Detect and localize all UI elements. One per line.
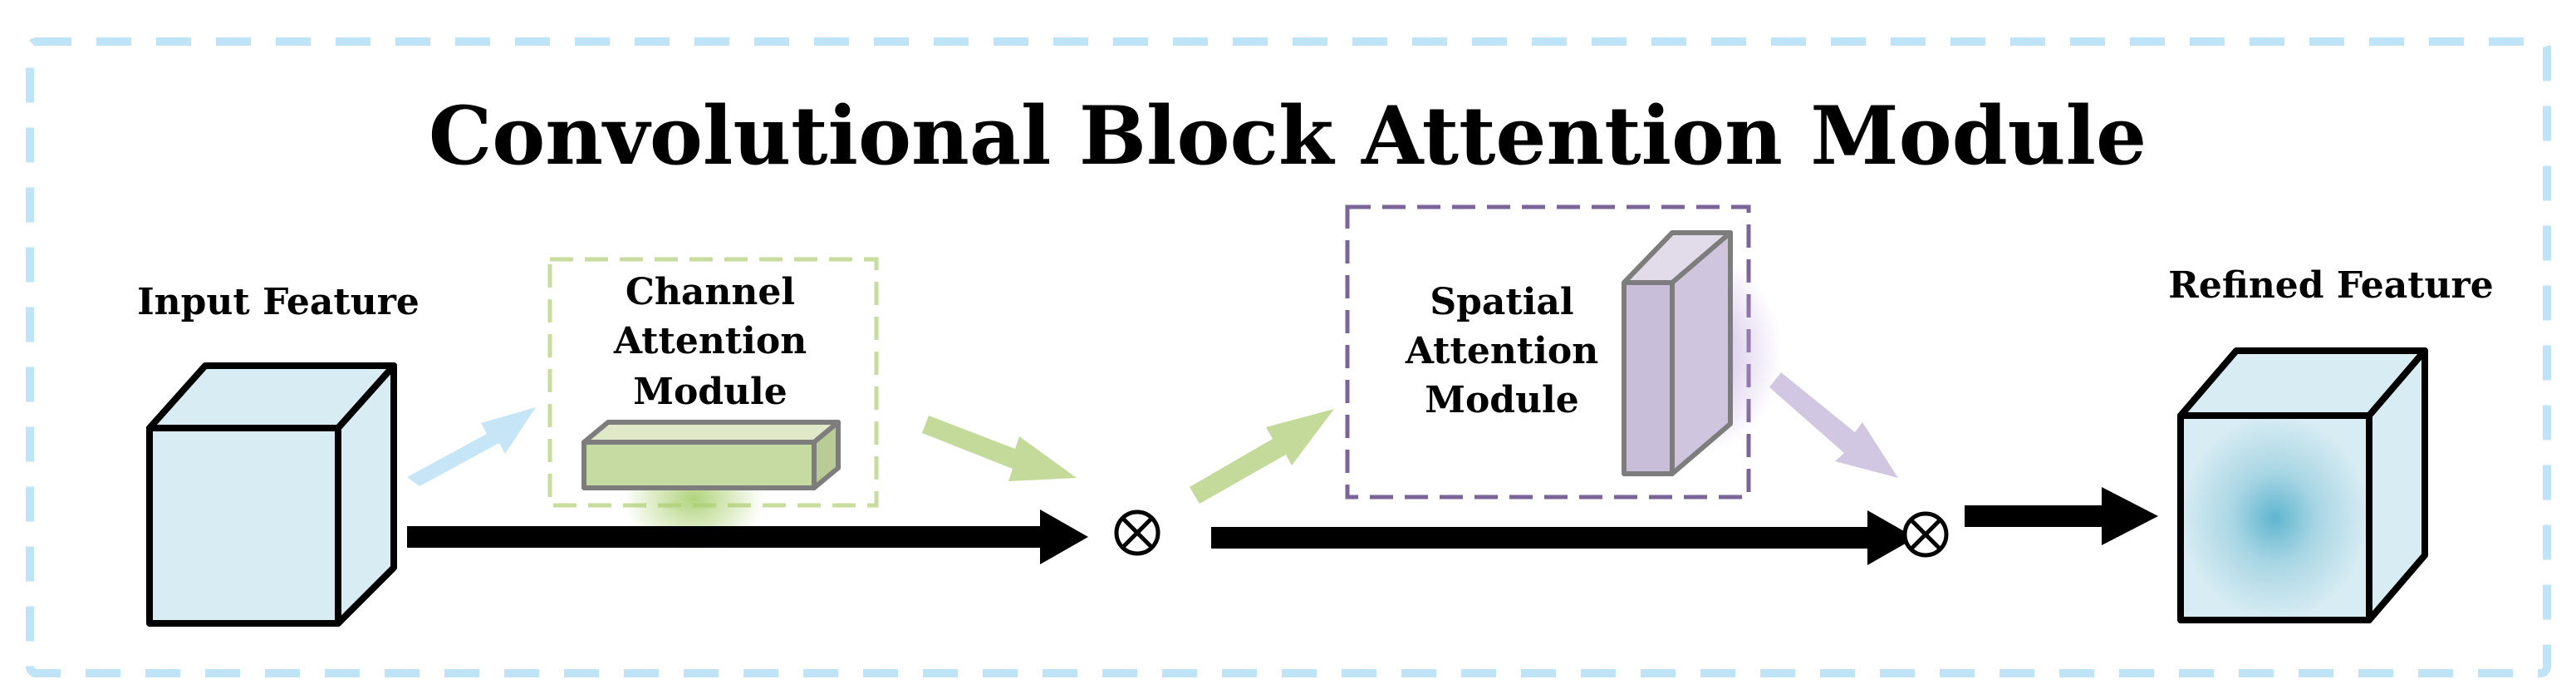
outer-dashed-frame (26, 37, 2551, 677)
spatial-to-multiply-arrow (1769, 372, 1898, 478)
channel-attention-label-line3: Module (633, 371, 788, 413)
spatial-attention-block (1622, 230, 1733, 476)
refined-feature-cube (2177, 347, 2428, 623)
main-flow-arrow-2 (1211, 510, 1916, 565)
input-to-channel-arrow (407, 407, 536, 486)
channel-to-multiply-arrow (922, 416, 1077, 481)
spatial-attention-label-line3: Module (1425, 379, 1579, 421)
multiply-operator-1 (1114, 509, 1160, 556)
channel-attention-label-line2: Attention (613, 320, 807, 362)
multiply-operator-2 (1902, 511, 1949, 558)
main-flow-arrow-1 (407, 509, 1088, 564)
diagram-title: Convolutional Block Attention Module (429, 89, 2147, 183)
spatial-attention-label-line1: Spatial (1430, 281, 1573, 323)
input-feature-label: Input Feature (137, 281, 420, 323)
input-feature-cube (146, 362, 397, 627)
channel-attention-block (581, 420, 841, 490)
multiply-to-spatial-arrow (1190, 409, 1334, 504)
output-arrow (1965, 487, 2158, 545)
refined-feature-label: Refined Feature (2168, 264, 2493, 307)
spatial-attention-label-line2: Attention (1405, 330, 1598, 372)
channel-attention-label-line1: Channel (626, 271, 795, 313)
